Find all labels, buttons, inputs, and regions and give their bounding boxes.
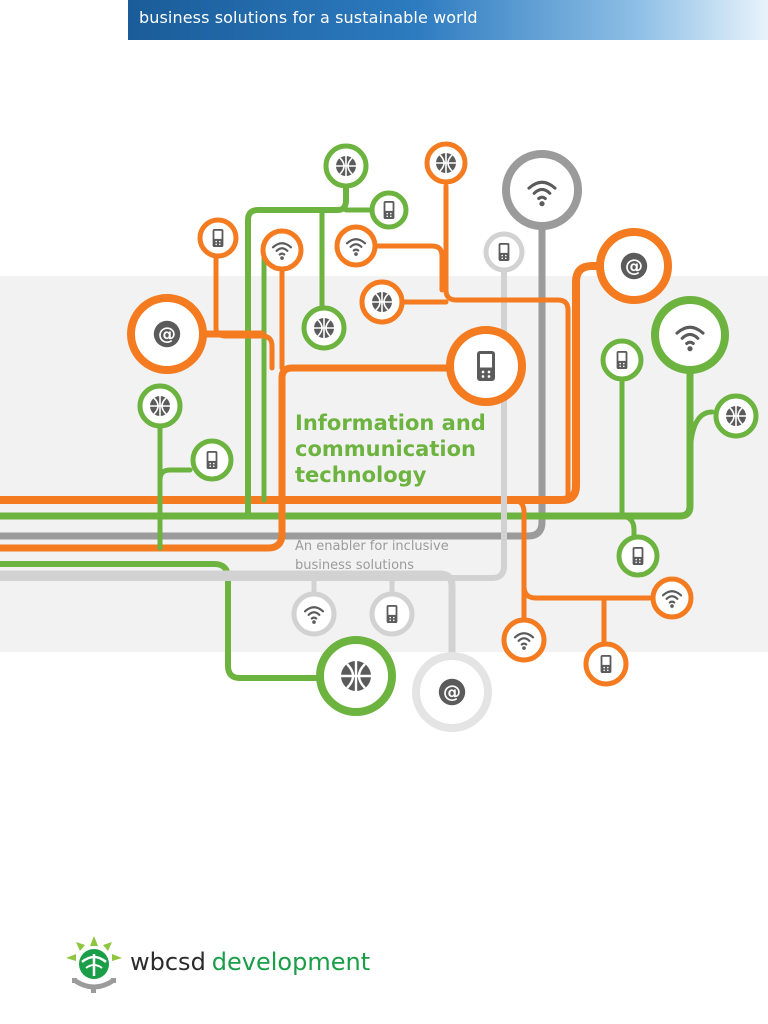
node-phone-green-top [369,190,409,230]
node-globe-green-mid [301,305,347,351]
node-phone-green-right [600,338,644,382]
node-wifi-orange-lower-right [650,576,694,620]
node-phone-orange-left [197,217,239,259]
mobile-phone-icon [386,605,398,623]
node-globe-green-far-right [713,393,759,439]
node-phone-orange-lower [583,641,629,687]
node-wifi-orange-2 [334,224,378,268]
cover-subtitle-line: An enabler for inclusive [295,539,449,554]
node-wifi-gray-large [502,150,582,230]
node-phone-gray-lower [369,591,415,637]
node-wifi-gray-lower [291,591,337,637]
node-globe-top [323,143,369,189]
node-at-orange-right [596,228,672,304]
mobile-phone-icon [212,229,224,247]
top-banner: business solutions for a sustainable wor… [128,0,768,40]
mobile-phone-icon [477,351,495,381]
cover-subtitle: An enabler for inclusive business soluti… [295,537,515,575]
node-at-gray-large [412,652,492,732]
node-phone-orange-large [446,326,526,406]
node-wifi-orange-lower [501,617,547,663]
node-phone-green-left [190,438,234,482]
wbcsd-logo-icon [66,936,122,993]
globe-icon [435,152,457,174]
globe-icon [313,317,335,339]
node-globe-orange-mid [359,279,405,325]
node-phone-gray [483,231,525,273]
globe-icon [725,405,747,427]
globe-icon [335,155,357,177]
node-globe-orange-top [424,141,468,185]
node-globe-green-left [137,383,183,429]
mobile-phone-icon [383,201,395,219]
node-phone-green-lower-right [616,534,660,578]
globe-icon [371,291,393,313]
at-sign-icon [153,320,181,348]
cover-title: Information and communication technology [295,410,535,488]
at-sign-icon [620,252,648,280]
mobile-phone-icon [632,547,644,565]
node-globe-green-large [316,636,396,716]
node-wifi-orange-1 [260,228,304,272]
at-sign-icon [438,678,466,706]
logo-unit: development [211,948,371,976]
cover-title-line: communication [295,437,476,461]
tagline: business solutions for a sustainable wor… [139,8,478,27]
mobile-phone-icon [206,451,218,469]
logo-brand: wbcsd [130,948,206,976]
mobile-phone-icon [498,243,510,261]
globe-icon [339,659,373,693]
globe-icon [149,395,171,417]
cover-title-line: technology [295,463,427,487]
mobile-phone-icon [616,351,628,369]
branch-lines [157,183,715,647]
cover-title-line: Information and [295,411,486,435]
cover-subtitle-line: business solutions [295,558,415,573]
node-at-orange-left [127,294,207,374]
mobile-phone-icon [600,655,612,673]
node-wifi-green-right [651,296,729,374]
